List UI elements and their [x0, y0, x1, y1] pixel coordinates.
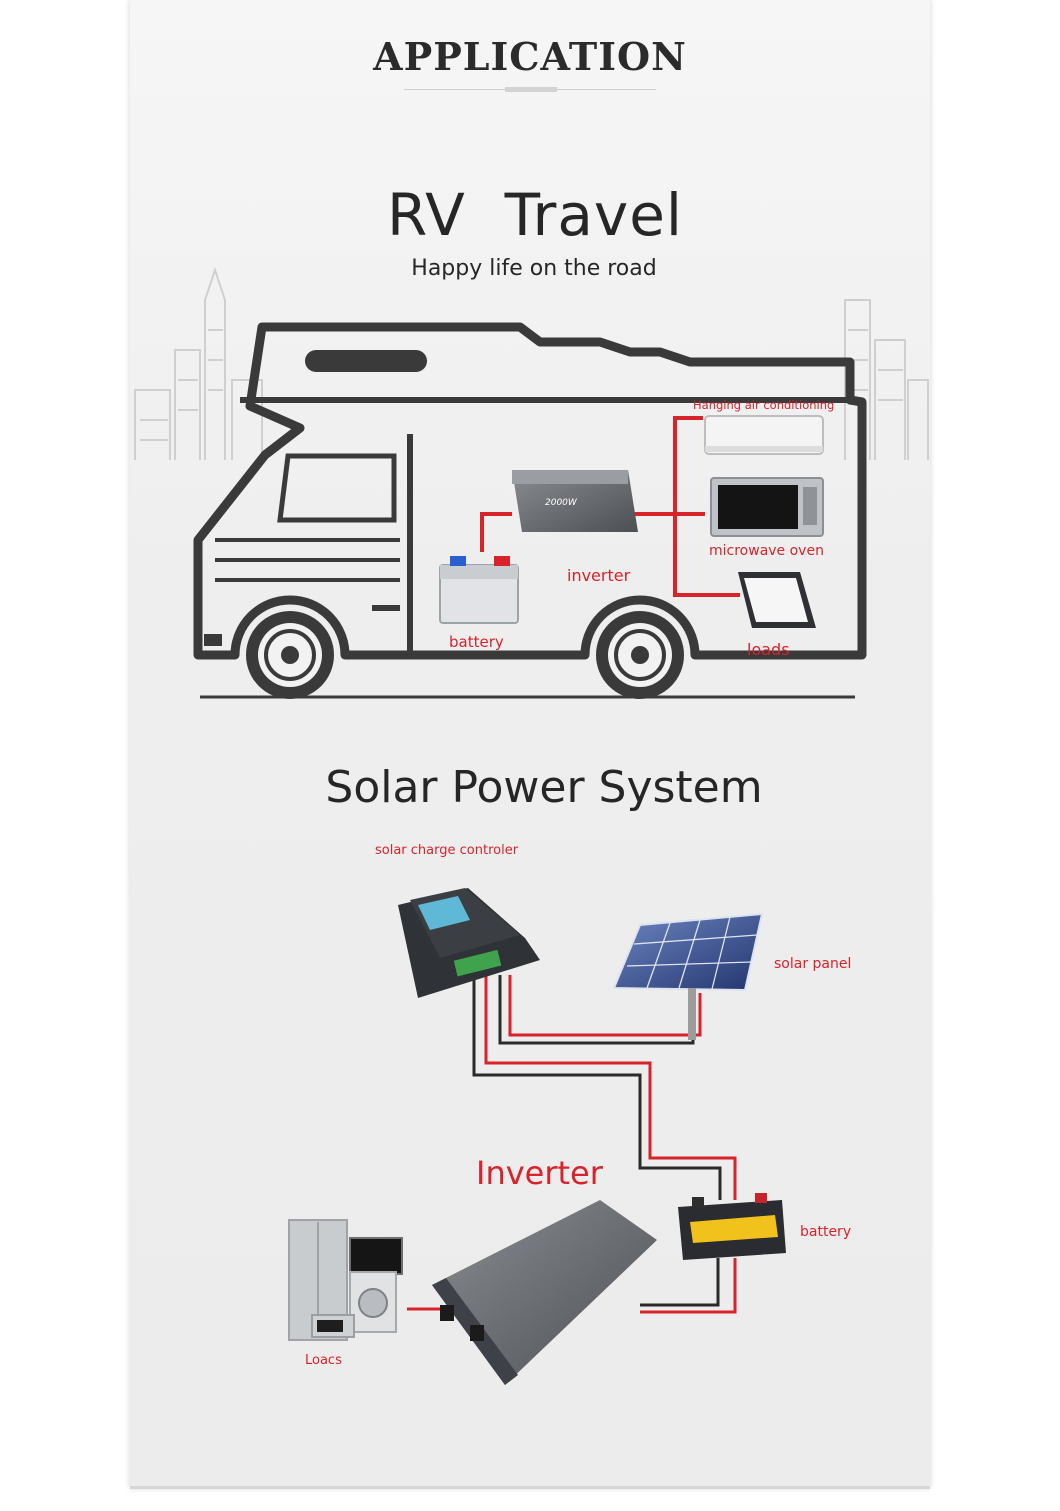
rv-rear-wheel — [596, 611, 684, 699]
rv-tablet-icon — [738, 572, 816, 628]
solar-label-controller: solar charge controler — [375, 843, 519, 858]
rv-label-air-conditioning: Hanging air conditioning — [693, 398, 834, 412]
rv-label-battery: battery — [449, 633, 504, 651]
solar-battery-icon — [678, 1193, 786, 1260]
solar-inverter-icon — [432, 1200, 657, 1385]
rv-travel-title: RV Travel — [386, 181, 684, 249]
rv-microwave-icon — [710, 477, 824, 537]
rv-battery-icon — [439, 556, 519, 624]
solar-panel-icon — [612, 912, 764, 1040]
rv-inverter-model: 2000W — [545, 498, 578, 508]
rv-front-wheel — [246, 611, 334, 699]
header-divider-accent — [505, 87, 557, 92]
rv-vehicle — [193, 322, 867, 660]
city-skyline — [134, 266, 929, 460]
solar-label-battery: battery — [800, 1224, 851, 1240]
solar-label-inverter: Inverter — [476, 1154, 604, 1192]
solar-charge-controller-icon — [398, 888, 540, 998]
rv-inverter-icon: 2000W — [512, 470, 638, 532]
rv-label-inverter: inverter — [567, 566, 631, 585]
solar-label-loads: Loacs — [305, 1353, 342, 1368]
section-header-title: APPLICATION — [373, 34, 687, 79]
rv-headlight — [204, 634, 222, 646]
solar-wiring-red — [407, 975, 737, 1314]
rv-air-conditioner-icon — [704, 415, 824, 455]
page-bottom-rule — [130, 1486, 930, 1489]
solar-system-title: Solar Power System — [325, 762, 763, 813]
rv-wiring — [480, 416, 740, 597]
rv-door-handle — [372, 605, 400, 611]
rv-travel-subtitle: Happy life on the road — [411, 256, 657, 281]
solar-loads-appliances-icon — [288, 1219, 403, 1341]
rv-label-microwave: microwave oven — [709, 543, 824, 559]
rv-label-loads: loads — [747, 640, 790, 659]
rv-cab-window — [215, 453, 400, 582]
rv-roof-window — [305, 350, 427, 372]
solar-label-panel: solar panel — [774, 956, 851, 972]
